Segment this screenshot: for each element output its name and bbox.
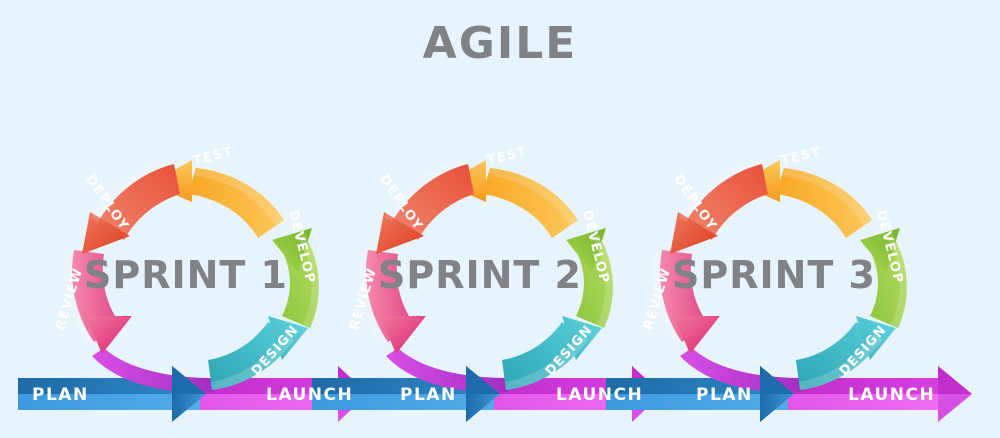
step-label-test-3: TEST (780, 144, 823, 168)
bar-label-plan-2: PLAN (400, 385, 457, 405)
bar-label-launch-1: LAUNCH (266, 385, 353, 405)
step-label-test-1: TEST (192, 144, 235, 168)
bar-label-plan-1: PLAN (32, 385, 89, 405)
sprint-title-2: SPRINT 2 (378, 253, 582, 297)
sprint-cycle-1-labels: TEST DEPLOY REVIEW DESIGN DEVELOP SPRINT… (53, 144, 318, 379)
plan-arrowhead-3 (760, 366, 794, 422)
plan-arrowhead-1 (172, 366, 206, 422)
page-title: AGILE (422, 18, 578, 69)
plan-arrowhead-2 (466, 366, 500, 422)
timeline-bar-labels: PLAN LAUNCH PLAN LAUNCH PLAN LAUNCH (32, 385, 935, 405)
sprint-title-3: SPRINT 3 (672, 253, 876, 297)
bar-label-launch-3: LAUNCH (848, 385, 935, 405)
bar-label-launch-2: LAUNCH (556, 385, 643, 405)
sprint-title-1: SPRINT 1 (84, 253, 288, 297)
bar-label-plan-3: PLAN (696, 385, 753, 405)
step-label-test-2: TEST (486, 144, 529, 168)
